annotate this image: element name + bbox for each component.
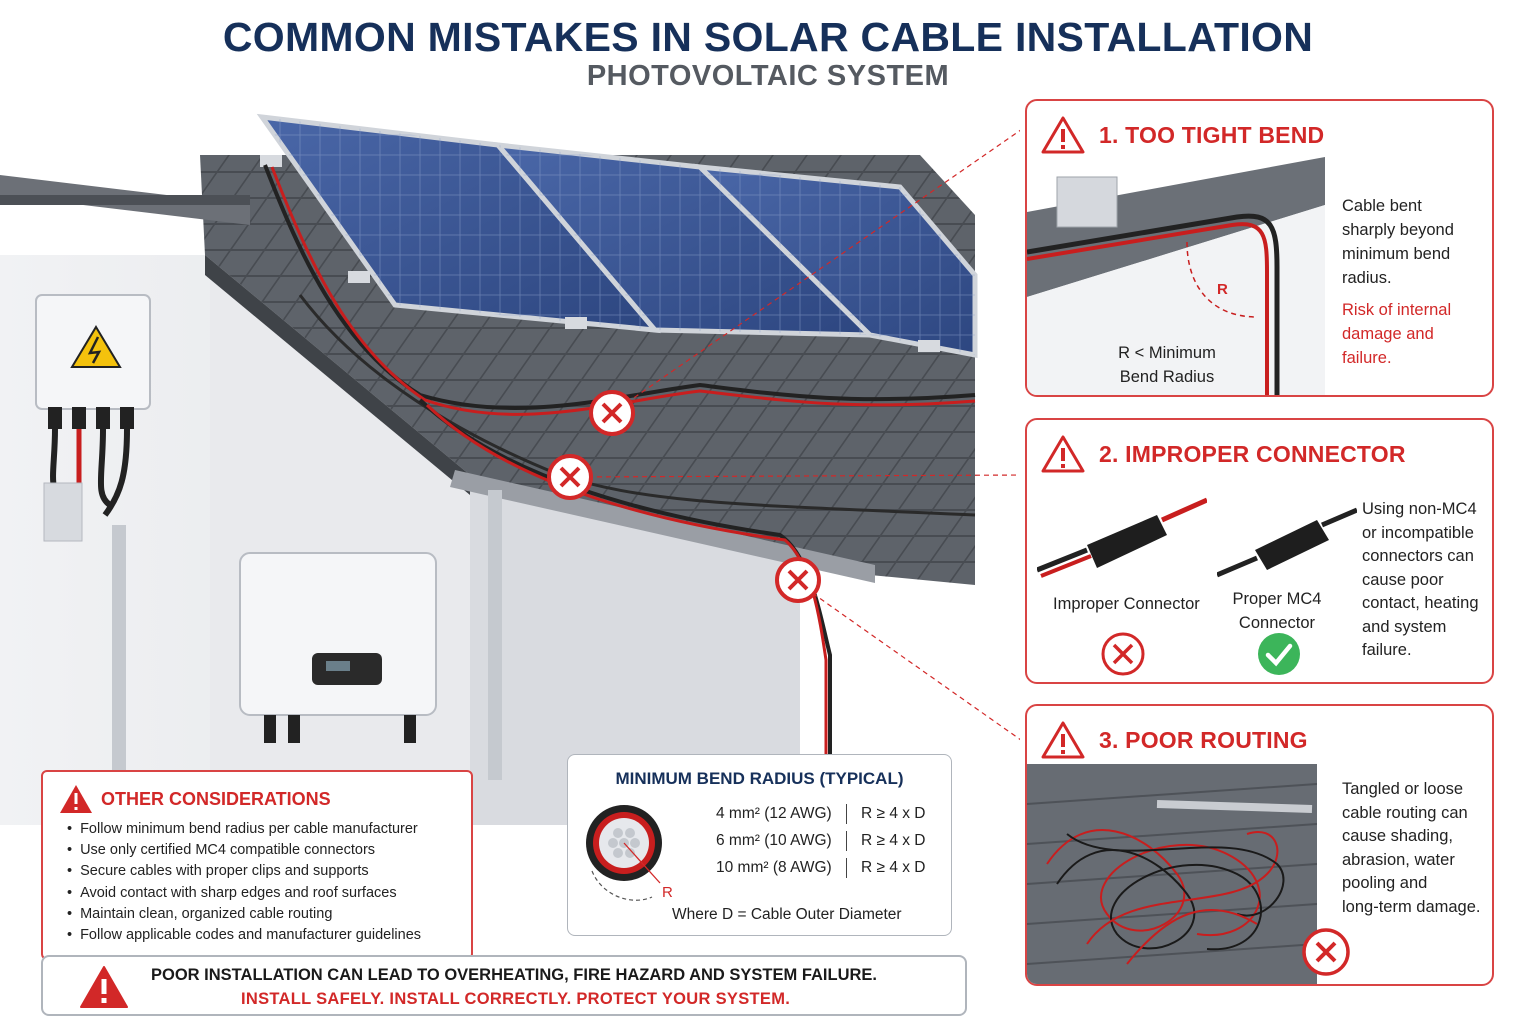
banner-slogan: INSTALL SAFELY. INSTALL CORRECTLY. PROTE… — [241, 990, 791, 1008]
list-item: Avoid contact with sharp edges and roof … — [67, 883, 421, 904]
bend-radius-row: 10 mm² (8 AWG)R ≥ 4 x D — [716, 857, 926, 878]
junction-box — [35, 294, 151, 542]
conduit-pipe-left — [112, 525, 126, 825]
banner-warning-text: POOR INSTALLATION CAN LEAD TO OVERHEATIN… — [151, 966, 878, 984]
bend-radius-row: 6 mm² (10 AWG)R ≥ 4 x D — [716, 830, 926, 851]
other-considerations-title: OTHER CONSIDERATIONS — [101, 789, 331, 809]
list-item: Maintain clean, organized cable routing — [67, 904, 421, 925]
bend-radius-symbol: R — [1217, 281, 1228, 298]
bend-radius-note: Where D = Cable Outer Diameter — [672, 906, 902, 923]
list-item: Follow minimum bend radius per cable man… — [67, 819, 421, 840]
bend-radius-title: MINIMUM BEND RADIUS (TYPICAL) — [615, 769, 904, 788]
considerations-list: Follow minimum bend radius per cable man… — [67, 819, 421, 946]
tight-bend-risk: Risk of internal damage and failure. — [1342, 301, 1452, 367]
cable-cross-section-icon: R — [586, 805, 673, 901]
proper-connector-label: Proper MC4 Connector — [1232, 590, 1322, 632]
tight-bend-description: Cable bent sharply beyond minimum bend r… — [1342, 197, 1454, 287]
inverter — [239, 552, 437, 743]
mistake-card-improper-connector: 2. IMPROPER CONNECTOR Improper Connector… — [1025, 418, 1494, 684]
warning-banner: POOR INSTALLATION CAN LEAD TO OVERHEATIN… — [41, 955, 967, 1016]
warning-icon — [80, 966, 128, 1008]
incorrect-icon — [1302, 928, 1350, 976]
list-item: Follow applicable codes and manufacturer… — [67, 925, 421, 946]
minimum-bend-radius-panel: MINIMUM BEND RADIUS (TYPICAL) R 4 mm² (1… — [567, 754, 952, 936]
mistake-card-poor-routing: 3. POOR ROUTING Tangled or loose cable r… — [1025, 704, 1494, 986]
warning-icon — [1041, 116, 1085, 154]
mistake-title: 2. IMPROPER CONNECTOR — [1099, 440, 1406, 467]
warning-icon — [1041, 435, 1085, 473]
warning-icon — [1041, 721, 1085, 759]
high-voltage-warning-icon — [70, 325, 122, 368]
correct-check-icon — [1258, 633, 1300, 675]
incorrect-icon — [1101, 632, 1145, 676]
roof-eave — [205, 255, 470, 495]
proper-mc4-connector-illustration — [1217, 507, 1357, 578]
improper-connector-description: Using non-MC4 or incompatible connectors… — [1362, 500, 1479, 659]
page-title: COMMON MISTAKES IN SOLAR CABLE INSTALLAT… — [222, 14, 1314, 60]
improper-connector-label: Improper Connector — [1053, 595, 1200, 613]
mistake-marker-bend — [589, 390, 635, 436]
mistake-marker-routing — [775, 557, 821, 603]
gutter — [450, 470, 875, 583]
tight-bend-label: R < Minimum Bend Radius — [1118, 344, 1216, 386]
warning-icon — [60, 785, 92, 813]
list-item: Use only certified MC4 compatible connec… — [67, 840, 421, 861]
mistake-marker-connector — [547, 454, 593, 500]
bend-radius-row: 4 mm² (12 AWG)R ≥ 4 x D — [716, 803, 926, 824]
list-item: Secure cables with proper clips and supp… — [67, 861, 421, 882]
mistake-title: 1. TOO TIGHT BEND — [1099, 121, 1325, 148]
other-considerations-panel: OTHER CONSIDERATIONS Follow minimum bend… — [41, 770, 473, 960]
mistake-title: 3. POOR ROUTING — [1099, 726, 1308, 753]
poor-routing-description: Tangled or loose cable routing can cause… — [1342, 780, 1481, 916]
tight-bend-illustration: R — [1027, 157, 1325, 395]
tangled-cables-illustration — [1027, 764, 1317, 984]
callout-lines — [569, 129, 1020, 741]
house-roof-scene — [0, 113, 1020, 825]
cable-bundle — [263, 164, 976, 755]
solar-panel-array — [256, 113, 978, 359]
page-subtitle: PHOTOVOLTAIC SYSTEM — [586, 60, 950, 92]
conduit-pipe-right — [488, 490, 502, 780]
improper-connector-illustration — [1037, 497, 1207, 578]
radius-symbol: R — [662, 884, 673, 901]
mistake-card-tight-bend: 1. TOO TIGHT BEND R R < Minimum Bend Rad… — [1025, 99, 1494, 397]
